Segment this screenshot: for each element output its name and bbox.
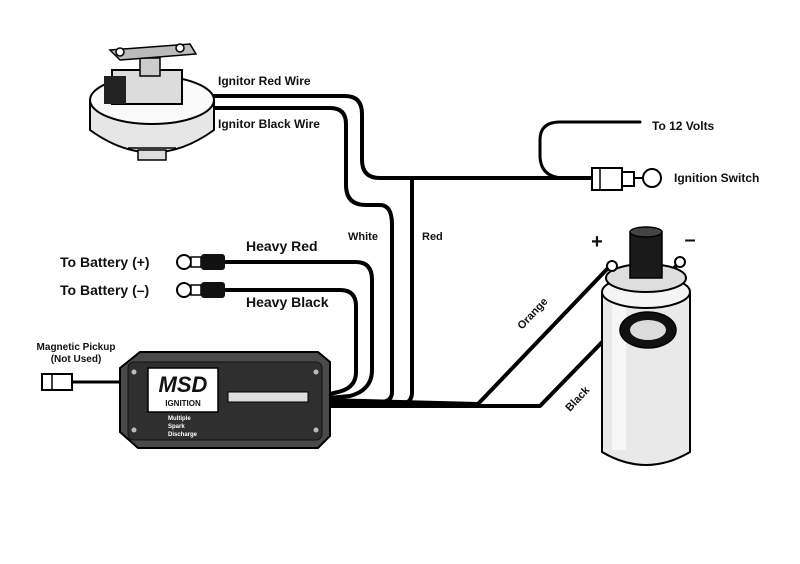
- magnetic-pickup-connector: [41, 373, 73, 391]
- ignitor-assembly: [89, 43, 215, 161]
- magnetic-pickup-label: Magnetic Pickup: [37, 342, 116, 353]
- ignition-switch-label: Ignition Switch: [674, 171, 759, 185]
- ignitor-red-wire: [198, 94, 602, 180]
- msd-caption-line1: Multiple: [168, 416, 191, 422]
- coil-positive-terminal: [606, 260, 618, 272]
- heavy-black-label: Heavy Black: [246, 294, 329, 310]
- coil-negative-terminal: [674, 256, 686, 268]
- ignition-coil: [601, 226, 691, 466]
- twelve-volt-lead: [538, 120, 642, 180]
- heavy-black-wire: [224, 288, 358, 397]
- msd-caption-line2: Spark: [168, 424, 185, 430]
- black-wire-label: Black: [563, 384, 592, 414]
- ignitor-black-wire: [198, 106, 394, 404]
- coil-minus-label: –: [684, 229, 695, 251]
- key-icon: [642, 168, 662, 188]
- msd-ignition-box: MSD IGNITION Multiple Spark Discharge: [119, 351, 331, 449]
- msd-logo-subtitle: IGNITION: [165, 399, 201, 408]
- ignitor-black-wire-label: Ignitor Black Wire: [218, 117, 320, 131]
- main-bundle: [323, 398, 480, 406]
- battery-positive-terminal: [176, 254, 225, 270]
- heavy-red-wire: [224, 260, 374, 400]
- ignition-switch: [591, 167, 662, 191]
- msd-caption-line3: Discharge: [168, 432, 198, 438]
- magnetic-pickup-note: (Not Used): [51, 354, 102, 365]
- orange-wire: [476, 264, 612, 406]
- orange-wire-label: Orange: [515, 296, 550, 332]
- white-wire-label: White: [348, 231, 378, 243]
- ignitor-red-wire-label: Ignitor Red Wire: [218, 74, 311, 88]
- msd-logo: MSD: [159, 372, 208, 397]
- to-battery-positive-label: To Battery (+): [60, 254, 150, 270]
- to-12-volts-label: To 12 Volts: [652, 119, 715, 133]
- coil-plus-label: +: [591, 231, 603, 253]
- red-wire-label: Red: [422, 231, 443, 243]
- heavy-red-label: Heavy Red: [246, 238, 318, 254]
- to-battery-negative-label: To Battery (–): [60, 282, 149, 298]
- battery-negative-terminal: [176, 282, 225, 298]
